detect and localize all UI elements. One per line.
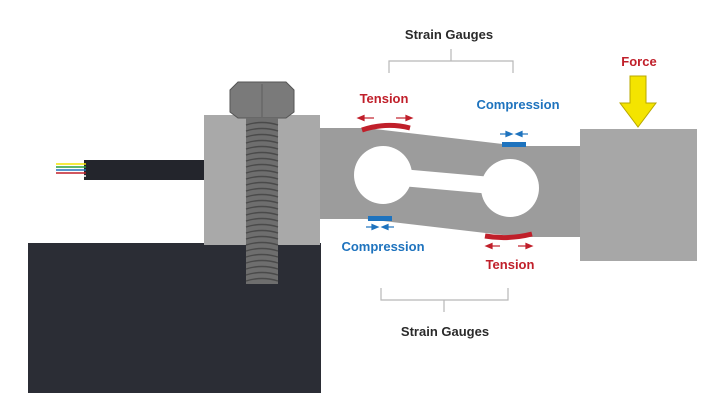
bolt-thread	[245, 121, 279, 126]
bolt-thread	[245, 241, 279, 246]
bolt-thread	[245, 163, 279, 168]
tension-arrows-bottom	[484, 242, 534, 250]
bolt-thread	[245, 157, 279, 162]
bolt-thread	[245, 175, 279, 180]
compression-arrows-top	[500, 130, 528, 138]
strain-gauge-compression-top	[502, 142, 526, 147]
bolt-thread	[245, 229, 279, 234]
strain-gauges-bottom-bracket	[380, 288, 509, 301]
bolt-thread	[245, 223, 279, 228]
strain-gauge-compression-bottom	[368, 216, 392, 221]
bolt-thread	[245, 133, 279, 138]
bolt-thread	[245, 265, 279, 270]
strain-gauges-label-top: Strain Gauges	[405, 27, 493, 42]
bolt-thread	[245, 199, 279, 204]
bolt-thread	[245, 187, 279, 192]
strain-gauge-tension-top	[361, 122, 411, 133]
tension-label-top: Tension	[360, 91, 409, 106]
bolt-thread	[245, 193, 279, 198]
compression-arrows-bottom	[366, 223, 394, 231]
bolt-threads	[245, 121, 279, 282]
compression-label-bottom: Compression	[341, 239, 424, 254]
bolt-thread	[245, 271, 279, 276]
strain-gauge-tension-bottom	[484, 231, 533, 241]
load-block	[580, 129, 697, 261]
cable	[56, 160, 206, 180]
bolt-thread	[245, 139, 279, 144]
bolt-thread	[245, 145, 279, 150]
bolt-thread	[245, 259, 279, 264]
compression-label-top: Compression	[476, 97, 559, 112]
beam-cutout	[354, 146, 539, 217]
cable-wires	[56, 163, 86, 177]
bolt-thread	[245, 151, 279, 156]
tension-label-bottom: Tension	[486, 257, 535, 272]
strain-gauges-top-bracket	[388, 60, 514, 73]
bolt-thread	[245, 205, 279, 210]
strain-gauges-label-bottom: Strain Gauges	[401, 324, 489, 339]
bolt-thread	[245, 247, 279, 252]
bolt-thread	[245, 235, 279, 240]
force-label: Force	[621, 54, 656, 69]
bolt	[229, 81, 295, 284]
tension-arrows-top	[356, 114, 414, 122]
bolt-thread	[245, 181, 279, 186]
bolt-thread	[245, 169, 279, 174]
force-arrow	[619, 75, 657, 128]
bolt-thread	[245, 253, 279, 258]
bolt-thread	[245, 127, 279, 132]
bolt-thread	[245, 211, 279, 216]
bolt-thread	[245, 277, 279, 282]
bolt-thread	[245, 217, 279, 222]
